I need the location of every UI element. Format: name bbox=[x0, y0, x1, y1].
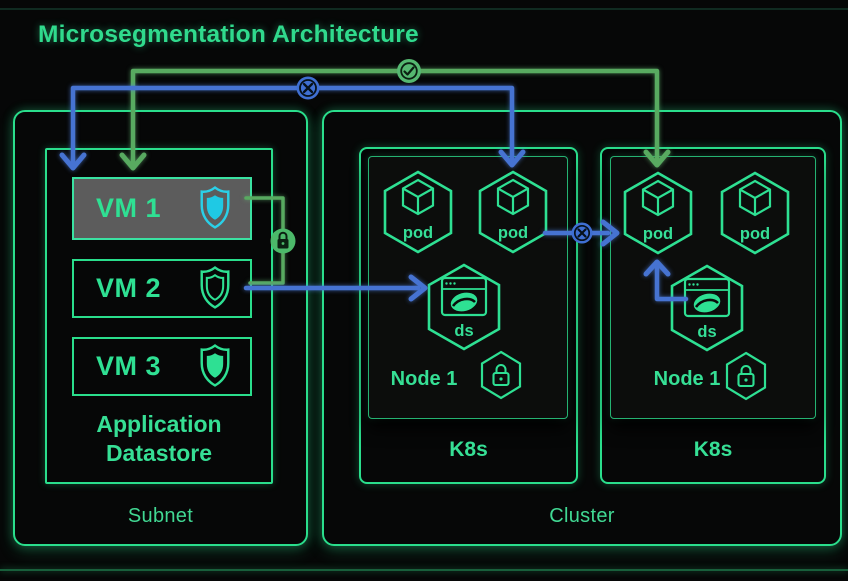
pod-hexagon-icon: pod bbox=[623, 171, 693, 255]
daemonset-hexagon-icon: ds bbox=[427, 263, 501, 351]
subnet-box: VM 1 VM 2 VM 3 bbox=[13, 110, 308, 546]
pod-label: pod bbox=[643, 225, 673, 243]
pod-hexagon-icon: pod bbox=[478, 170, 548, 254]
browser-window-icon bbox=[440, 276, 488, 317]
x-circle-icon bbox=[296, 76, 320, 100]
daemonset-hexagon-icon: ds bbox=[670, 264, 744, 352]
zscaler-swoosh-icon bbox=[693, 293, 721, 313]
page-title: Microsegmentation Architecture bbox=[38, 21, 419, 48]
node1-label: Node 1 bbox=[390, 368, 458, 390]
pod-hexagon-icon: pod bbox=[383, 170, 453, 254]
vm1-label: VM 1 bbox=[96, 193, 162, 223]
lock-hexagon-icon bbox=[480, 350, 522, 400]
subnet-label: Subnet bbox=[127, 505, 194, 527]
shield-filled-cyan-icon bbox=[200, 186, 230, 229]
screen-edge-top bbox=[0, 8, 848, 10]
ds-label: ds bbox=[454, 322, 473, 340]
k8s-box-2: Node 1 K8s bbox=[600, 147, 826, 484]
lock-hexagon-icon bbox=[725, 351, 767, 401]
pod-label: pod bbox=[498, 224, 528, 242]
cluster-label: Cluster bbox=[549, 505, 615, 527]
check-circle-icon bbox=[397, 59, 421, 83]
shield-filled-green-icon bbox=[200, 344, 230, 387]
vm2-row: VM 2 bbox=[72, 259, 252, 318]
k8s2-label: K8s bbox=[693, 438, 733, 461]
vm1-row: VM 1 bbox=[72, 177, 252, 240]
pod-label: pod bbox=[403, 224, 433, 242]
vm3-row: VM 3 bbox=[72, 337, 252, 396]
screen-edge-bottom bbox=[0, 569, 848, 571]
vm2-label: VM 2 bbox=[96, 273, 162, 303]
application-datastore-label: Application Datastore bbox=[96, 411, 222, 466]
k8s1-label: K8s bbox=[449, 438, 488, 461]
application-datastore-box: VM 1 VM 2 VM 3 bbox=[45, 148, 273, 484]
shield-outline-icon bbox=[200, 266, 230, 309]
node-panel-2 bbox=[610, 156, 816, 419]
vm3-label: VM 3 bbox=[96, 351, 162, 381]
node2-label: Node 1 bbox=[653, 368, 721, 390]
pod-hexagon-icon: pod bbox=[720, 171, 790, 255]
ds-label: ds bbox=[697, 323, 716, 341]
zscaler-swoosh-icon bbox=[450, 292, 478, 312]
pod-label: pod bbox=[740, 225, 770, 243]
